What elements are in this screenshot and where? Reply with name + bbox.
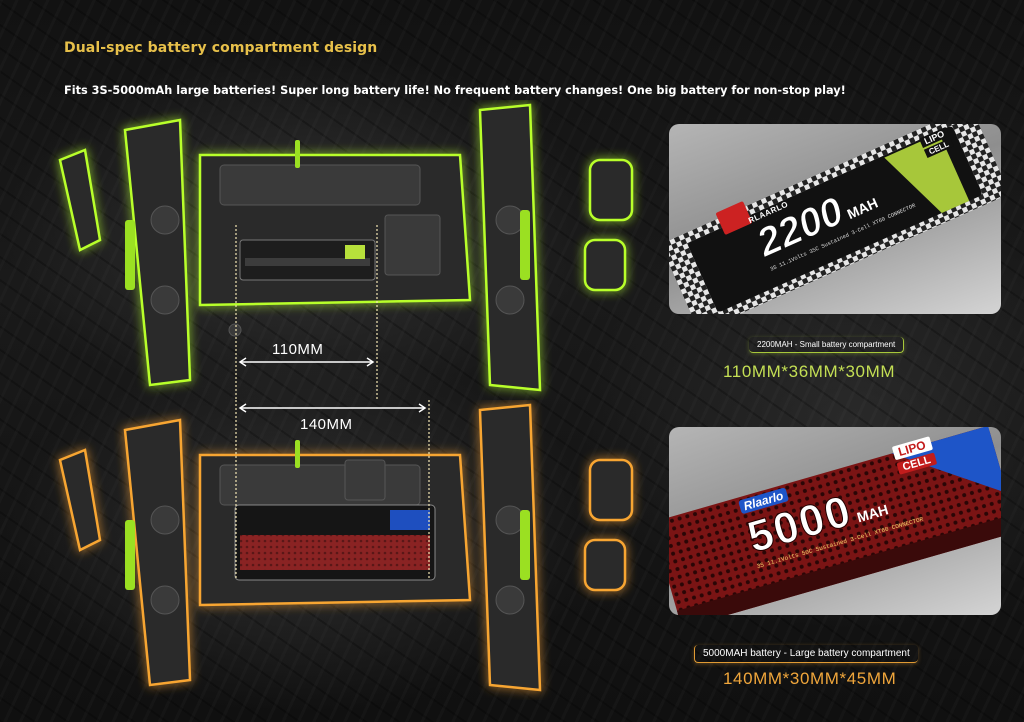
long-length-label: 140MM	[300, 416, 353, 433]
page-subtitle: Fits 3S-5000mAh large batteries! Super l…	[64, 84, 846, 97]
small-battery-photo-card: RLAARLO 2200 MAH 3S 11.1Volts 35C Sustai…	[669, 124, 1001, 314]
large-battery-photo-card: Rlaarlo 5000 MAH 3S 11.1Volts 50C Sustai…	[669, 427, 1001, 615]
chassis-small-battery-illustration	[40, 100, 660, 400]
large-battery-unit: MAH	[855, 501, 891, 526]
large-battery-dimensions: 140MM*30MM*45MM	[723, 669, 897, 688]
large-battery-caption: 5000MAH battery - Large battery compartm…	[694, 645, 918, 663]
small-battery-dimensions: 110MM*36MM*30MM	[723, 362, 896, 381]
chassis-large-battery-illustration	[40, 400, 660, 700]
short-length-label: 110MM	[272, 341, 324, 358]
small-battery-caption: 2200MAH - Small battery compartment	[749, 337, 905, 353]
page-title: Dual-spec battery compartment design	[64, 40, 378, 56]
